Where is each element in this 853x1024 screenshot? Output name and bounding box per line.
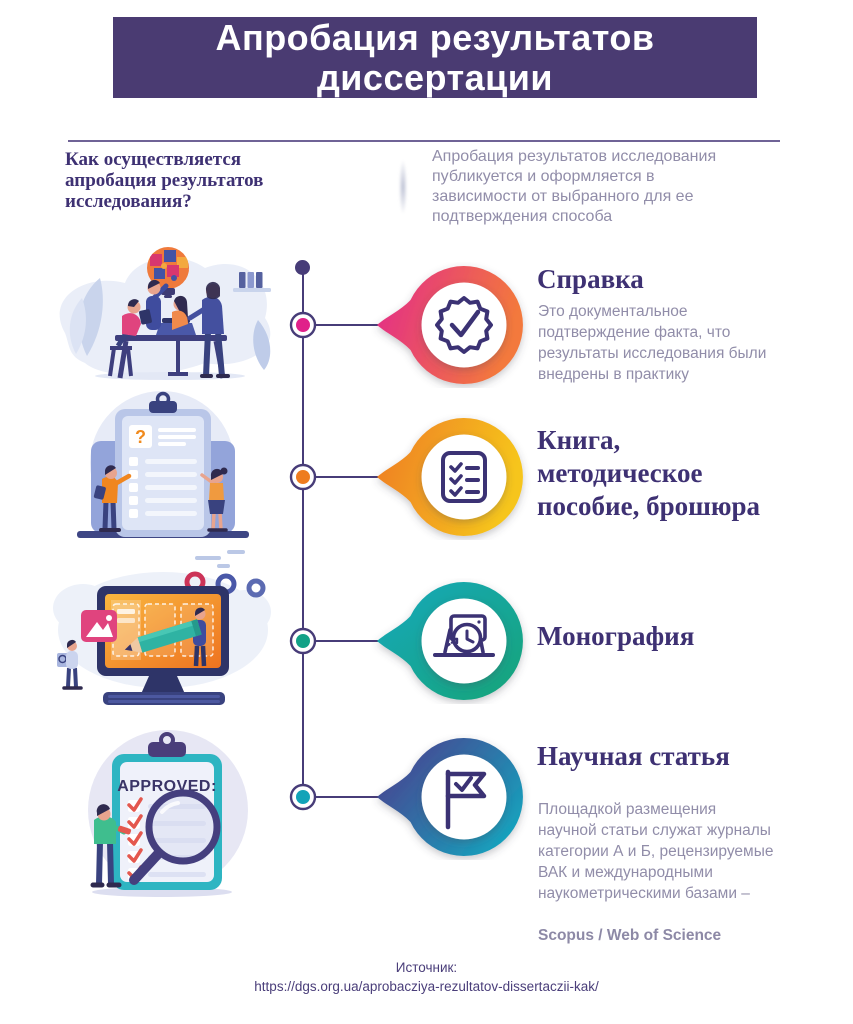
- person-seated-left: [108, 299, 141, 377]
- item-desc-spravka: Это документальное подтверждение факта, …: [538, 303, 767, 383]
- approved-checklist-illustration: APPROVED:: [88, 730, 248, 897]
- timeline-connector: [303, 796, 383, 798]
- person-pointing-man: [93, 465, 132, 532]
- question-checklist-illustration: ?: [77, 391, 249, 538]
- timeline-node-1: [289, 311, 317, 339]
- team-discussion-illustration: [59, 247, 271, 380]
- item-title-monografia: Монография: [537, 621, 695, 651]
- timeline-line: [302, 267, 304, 797]
- badge-check-icon: [435, 296, 493, 354]
- person-woman: [200, 467, 228, 532]
- footer: Источник: https://dgs.org.ua/aprobacziya…: [0, 958, 853, 996]
- timeline-node-4: [289, 783, 317, 811]
- intro-question: Как осуществляется апробация результатов…: [65, 149, 264, 212]
- source-label: Источник:: [395, 960, 458, 975]
- clipboard-graphic: ?: [115, 391, 211, 537]
- timeline-start-dot: [295, 260, 310, 275]
- laptop-clock-icon: [433, 614, 495, 657]
- page-title: Апробация результатов диссертации: [113, 17, 757, 98]
- keyboard-graphic: [103, 692, 225, 705]
- design-monitor-illustration: [53, 550, 271, 705]
- pin-spravka: [377, 266, 523, 384]
- flag-check-icon: [445, 769, 487, 830]
- timeline-connector: [303, 324, 383, 326]
- item-desc-statya-text: Площадкой размещения научной статьи служ…: [538, 801, 774, 902]
- timeline-connector: [303, 476, 383, 478]
- timeline-node-2: [289, 463, 317, 491]
- timeline-node-3: [289, 627, 317, 655]
- item-desc-statya: Площадкой размещения научной статьи служ…: [538, 778, 838, 967]
- checklist-icon: [441, 451, 487, 503]
- pin-statya: [377, 738, 523, 856]
- person-standing-center: [139, 279, 169, 330]
- leaf-decor: [79, 278, 103, 356]
- item-desc-statya-bold: Scopus / Web of Science: [538, 927, 722, 944]
- person-standing-right: [187, 281, 230, 378]
- puzzle-bulb-icon: [147, 247, 189, 298]
- photo-icon: [81, 610, 117, 642]
- item-title-kniga: Книга, методическое пособие, брошюра: [537, 425, 761, 521]
- magnifier-icon: [129, 789, 221, 885]
- person-small-left: [57, 640, 83, 690]
- source-url: https://dgs.org.ua/aprobacziya-rezultato…: [254, 979, 599, 994]
- intro-description: Апробация результатов исследования публи…: [432, 148, 717, 225]
- item-title-spravka: Справка: [537, 264, 644, 294]
- column-divider-shadow: [397, 149, 409, 225]
- pin-kniga: [377, 418, 523, 536]
- header-divider: [68, 140, 780, 142]
- timeline-connector: [303, 640, 383, 642]
- pin-monografia: [377, 582, 523, 700]
- pencil-icon: [124, 619, 202, 653]
- person-seated-woman: [168, 295, 188, 376]
- item-title-statya: Научная статья: [537, 741, 730, 771]
- person-green-shirt: [90, 804, 132, 888]
- question-mark-label: ?: [135, 427, 146, 447]
- approved-label: APPROVED:: [117, 778, 217, 795]
